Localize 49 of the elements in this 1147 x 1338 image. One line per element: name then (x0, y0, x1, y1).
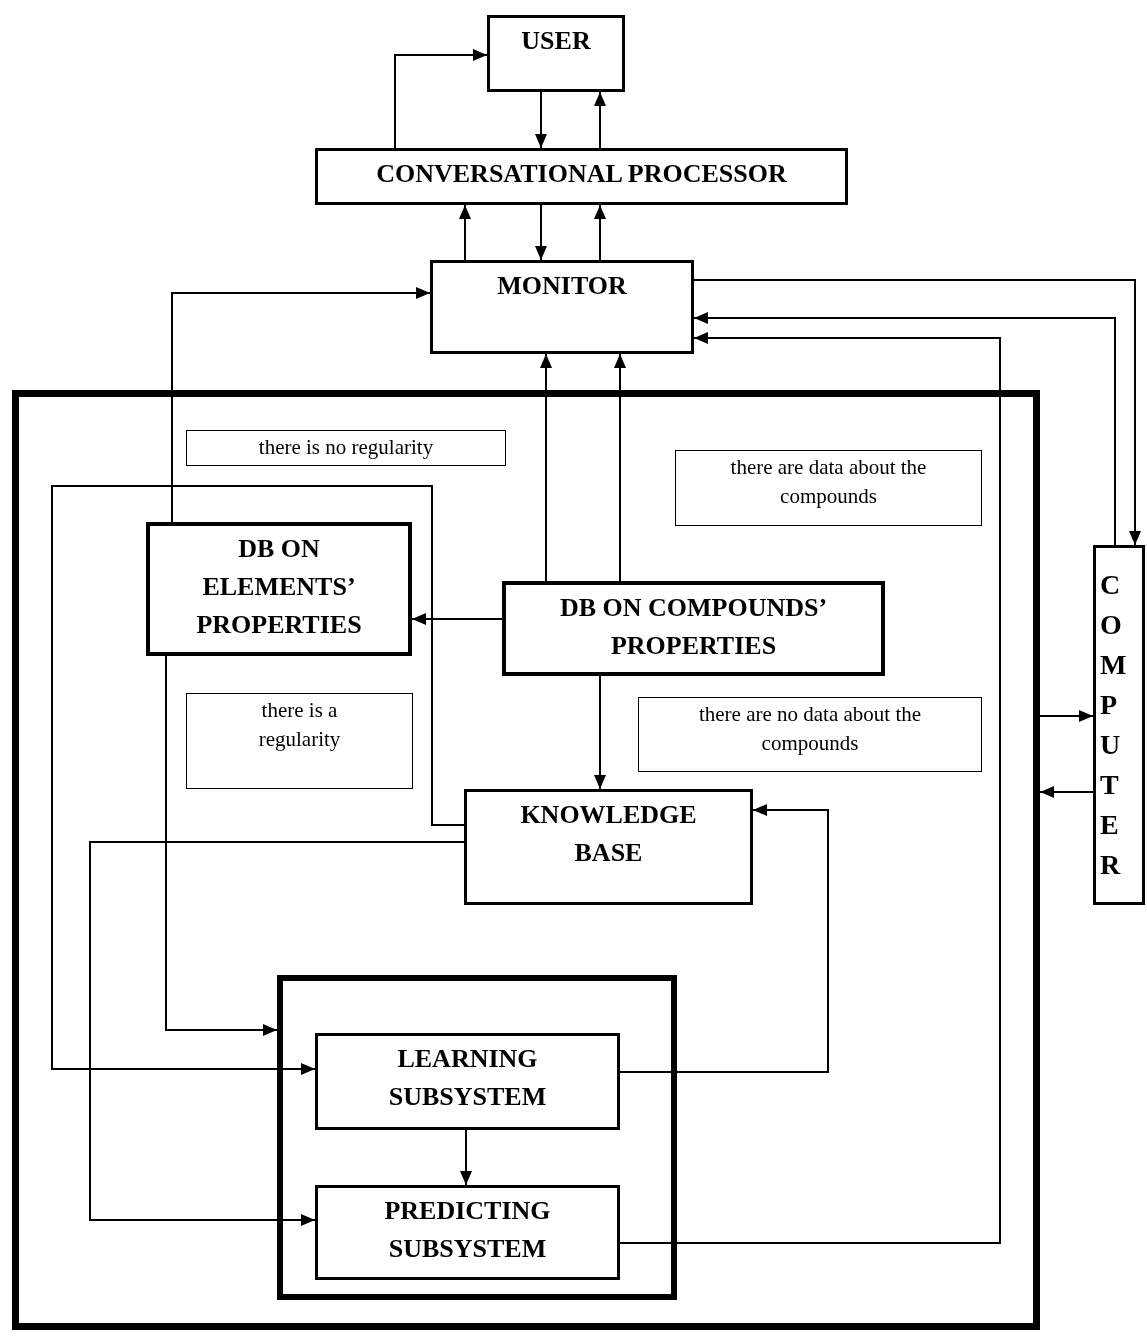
arrow (693, 279, 1141, 546)
process-box (464, 789, 753, 905)
arrow (619, 804, 829, 1073)
arrow (171, 287, 431, 523)
process-box (315, 1033, 620, 1130)
box-label: CONVERSATIONAL PROCESSOR (376, 158, 787, 190)
arrow (619, 332, 1001, 1244)
arrow (89, 841, 465, 1226)
arrow (1039, 710, 1094, 722)
box-label: DB ON ELEMENTS’ PROPERTIES (195, 533, 363, 641)
box-label: MONITOR (497, 270, 627, 302)
arrow (459, 204, 471, 261)
arrow (594, 91, 606, 149)
arrow (411, 613, 503, 625)
process-box (487, 15, 625, 92)
arrow (594, 675, 606, 790)
system-frame (277, 975, 677, 1300)
box-label: LEARNING SUBSYSTEM (387, 1043, 548, 1113)
process-box (502, 581, 885, 676)
arrow (460, 1129, 472, 1186)
process-box (146, 522, 412, 656)
box-label: KNOWLEDGE BASE (519, 799, 698, 869)
arrow (1039, 786, 1094, 798)
process-box (315, 1185, 620, 1280)
arrow (693, 312, 1116, 546)
system-frame (12, 390, 1040, 1330)
box-label: USER (521, 25, 591, 57)
process-box (430, 260, 694, 354)
arrow (51, 485, 465, 1075)
arrow (165, 655, 278, 1036)
condition-text: there is a regularity (257, 697, 342, 753)
process-box (315, 148, 848, 205)
box-label: PREDICTING SUBSYSTEM (383, 1195, 552, 1265)
arrow (614, 353, 626, 582)
condition-box (675, 450, 982, 526)
condition-text: there are data about the compounds (729, 454, 928, 510)
computer-box (1093, 545, 1145, 905)
condition-box (638, 697, 982, 772)
arrow (540, 353, 552, 582)
condition-box (186, 693, 413, 789)
condition-box (186, 430, 506, 466)
box-label: COMPUTER (1100, 568, 1128, 882)
box-label: DB ON COMPOUNDS’ PROPERTIES (558, 592, 829, 662)
arrow (394, 49, 488, 149)
condition-text: there is no regularity (258, 434, 434, 461)
arrow (594, 204, 606, 261)
arrow (535, 204, 547, 261)
arrow (535, 91, 547, 149)
condition-text: there are no data about the compounds (697, 701, 923, 757)
